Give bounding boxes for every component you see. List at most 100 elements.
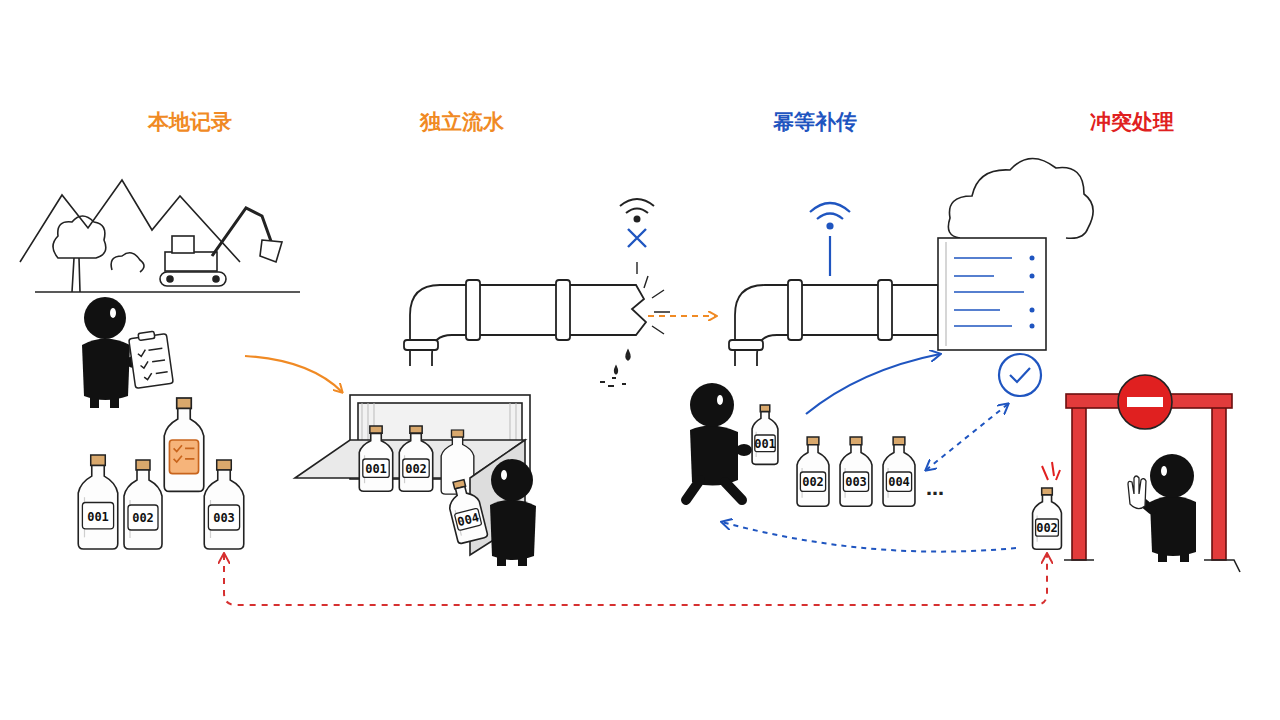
server — [945, 242, 947, 346]
restored-pipe — [729, 340, 763, 350]
wifi-off — [635, 217, 640, 222]
ellipsis: … — [926, 478, 944, 499]
figure-recorder — [110, 394, 119, 408]
record-number: 003 — [835, 473, 877, 491]
record-number: 002 — [1028, 520, 1066, 536]
figure-recorder — [90, 394, 99, 408]
cork — [850, 437, 862, 445]
ack-arrow — [926, 404, 1008, 470]
bottle-body — [204, 470, 244, 549]
figure-archiver — [490, 459, 536, 566]
bottle-outline — [354, 426, 398, 492]
excavator — [167, 276, 173, 282]
record-number: 001 — [354, 460, 398, 477]
figure-recorder — [82, 339, 130, 401]
record-number: 002 — [792, 473, 834, 491]
record-bottle — [177, 398, 192, 409]
excavator — [160, 208, 282, 286]
bottle-body — [78, 466, 118, 549]
broken-pipe — [556, 280, 570, 340]
check-mark — [999, 354, 1041, 396]
restored-pipe — [735, 285, 938, 366]
figure-archiver — [501, 470, 507, 480]
section-heading: 冲突处理 — [1090, 108, 1174, 136]
wifi-off — [628, 229, 646, 247]
wifi-on — [810, 203, 850, 212]
clipboard — [138, 331, 155, 340]
wifi-off — [620, 199, 654, 206]
bottle-body — [124, 470, 162, 549]
record-bottle — [164, 398, 204, 491]
section-heading: 独立流水 — [420, 108, 504, 136]
bottle-outline — [748, 405, 782, 465]
wifi-off — [626, 209, 648, 214]
bottle-node: 001 — [748, 405, 782, 465]
bottle-outline — [792, 437, 834, 507]
broken-pipe — [410, 285, 646, 366]
bottle-node: 001 — [72, 455, 124, 550]
record-number: 002 — [394, 460, 438, 477]
flow-arrow — [245, 356, 342, 392]
bottle-outline — [198, 460, 250, 550]
leak-marks — [600, 378, 626, 386]
bottle-node: 002 — [792, 437, 834, 507]
conflict-gate — [1127, 397, 1163, 407]
figure-guard — [1128, 454, 1196, 562]
mountain-scene — [20, 180, 300, 292]
bottle-node: 004 — [439, 476, 493, 546]
cloud — [948, 158, 1093, 238]
cork — [91, 455, 106, 466]
bottle-outline — [835, 437, 877, 507]
cork — [370, 426, 382, 433]
cork — [807, 437, 819, 445]
leak-marks — [644, 276, 670, 334]
broken-pipe — [404, 280, 646, 366]
cork — [760, 405, 770, 412]
cork — [410, 426, 422, 433]
wifi-on — [829, 236, 831, 276]
mountain-scene — [53, 216, 106, 258]
record-bottle — [164, 409, 204, 492]
conflict-gate — [1072, 400, 1086, 560]
conflict-gate — [1064, 375, 1240, 572]
record-number: 001 — [72, 504, 124, 529]
clipboard — [129, 331, 174, 388]
server — [954, 258, 1024, 326]
record-bottle — [174, 445, 195, 462]
restored-pipe — [788, 280, 802, 340]
server — [1030, 274, 1035, 279]
figure-uploader — [686, 480, 742, 500]
conflict-gate — [1064, 560, 1240, 572]
retry-arrow — [648, 315, 716, 317]
server — [1030, 324, 1035, 329]
bottle-outline — [439, 476, 493, 546]
figure-guard — [1150, 454, 1194, 498]
bottle-outline — [394, 426, 438, 492]
figure-guard — [1150, 496, 1196, 556]
record-number: 002 — [118, 507, 168, 530]
figure-uploader — [686, 383, 752, 500]
broken-pipe — [466, 280, 480, 340]
figure-archiver — [491, 459, 533, 501]
drawer-bottle — [441, 430, 474, 494]
bottle-node: 001 — [354, 426, 398, 492]
broken-pipe — [404, 340, 438, 350]
leak-marks — [600, 276, 670, 386]
figure-uploader — [690, 383, 734, 427]
bottle-node: 003 — [198, 460, 250, 550]
bottle-node: 004 — [878, 437, 920, 507]
cork — [1042, 488, 1053, 495]
mountain-scene — [111, 253, 144, 272]
wifi-off — [620, 199, 654, 274]
wifi-on — [817, 214, 843, 220]
bottle-outline — [72, 455, 124, 550]
wifi-on — [828, 224, 833, 229]
restored-pipe — [878, 280, 892, 340]
leak-marks — [615, 350, 631, 374]
bottle-node: 003 — [835, 437, 877, 507]
server — [938, 238, 1046, 350]
excavator — [165, 252, 217, 271]
excavator — [172, 236, 194, 253]
conflict-gate — [1212, 400, 1226, 560]
